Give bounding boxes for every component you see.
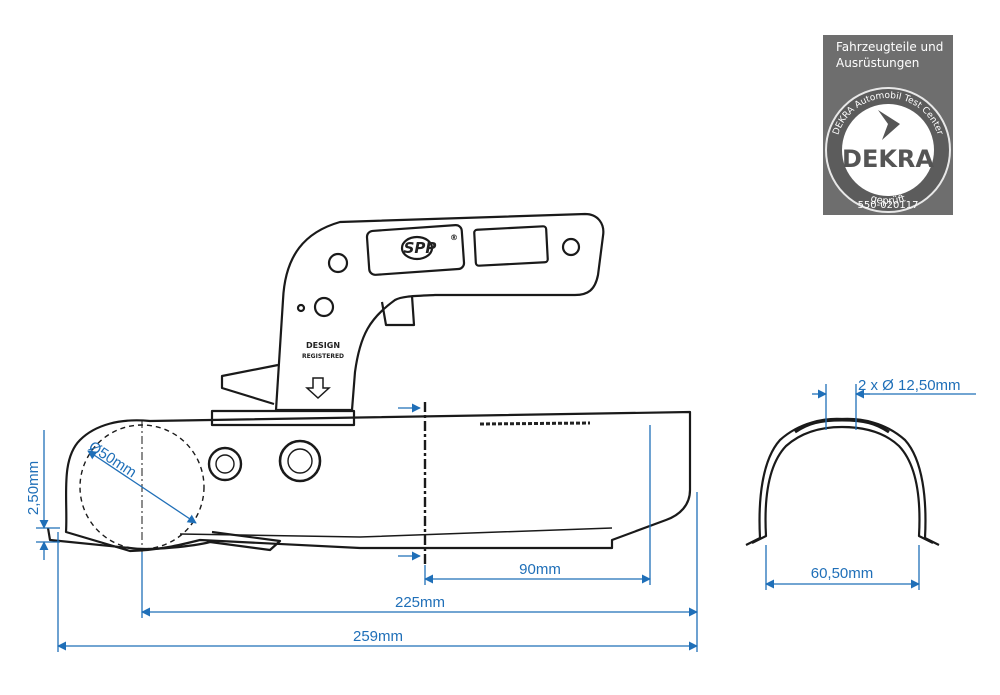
dim-total-length: 259mm xyxy=(353,628,403,645)
badge-inner-disc xyxy=(842,104,934,196)
dim-neck-length: 90mm xyxy=(519,561,561,578)
safety-latch xyxy=(220,363,279,406)
dim-plate-thickness: 2,50mm xyxy=(25,461,42,515)
dimension-lines xyxy=(36,384,976,652)
spp-logo-mark xyxy=(400,235,434,261)
body-bolt-2-inner xyxy=(287,448,313,474)
handle-window xyxy=(473,225,549,267)
badge-header-line1: Fahrzeugteile und xyxy=(836,40,943,54)
body-bolt-1 xyxy=(207,446,243,482)
design-stamp-line1: DESIGN xyxy=(306,341,340,350)
profile-inner xyxy=(751,425,934,544)
rivet-3 xyxy=(296,303,306,313)
coupling-side-view xyxy=(46,212,692,565)
badge-ring-bottom: geprüft xyxy=(869,193,907,207)
dekra-badge: Fahrzeugteile und Ausrüstungen DEKRA Aut… xyxy=(823,35,953,215)
spp-logo-text: SPP xyxy=(404,239,437,257)
badge-cert-number: 550-020117 xyxy=(858,200,919,211)
coupling-handle xyxy=(274,212,605,412)
coupling-body xyxy=(64,410,692,553)
dim-ball-diameter: Ø50mm xyxy=(85,438,139,481)
dekra-triangle-icon xyxy=(878,110,900,140)
profile-outer xyxy=(745,417,940,546)
handle-release-tab xyxy=(380,295,416,327)
body-bolt-1-inner xyxy=(215,454,235,474)
dim-ball-diameter-line xyxy=(87,450,197,524)
front-profile-view xyxy=(745,417,940,546)
dim-width: 60,50mm xyxy=(811,565,874,582)
body-engraving xyxy=(479,421,591,426)
design-stamp-line2: REGISTERED xyxy=(302,353,344,360)
registered-mark: ® xyxy=(450,233,458,242)
dim-hole-spec: 2 x Ø 12,50mm xyxy=(858,377,961,394)
down-arrow-icon xyxy=(305,377,331,400)
rivet-4 xyxy=(561,237,581,257)
logo-recess xyxy=(365,224,466,276)
badge-header-line2: Ausrüstungen xyxy=(836,56,919,70)
body-bolt-2 xyxy=(278,439,322,483)
body-inner-line xyxy=(179,527,613,538)
rivet-1 xyxy=(327,252,349,274)
rivet-2 xyxy=(313,296,335,318)
badge-brand: DEKRA xyxy=(842,145,934,173)
profile-top-ridge xyxy=(794,418,890,434)
dim-body-length: 225mm xyxy=(395,594,445,611)
